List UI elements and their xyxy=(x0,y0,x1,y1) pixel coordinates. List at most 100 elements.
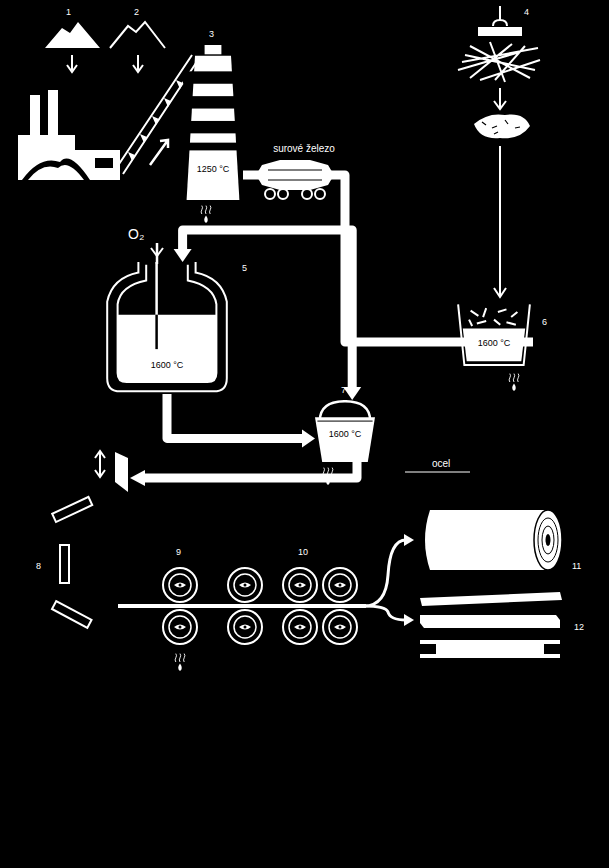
scrap-magnet-part xyxy=(494,146,506,297)
shear-cutter-part xyxy=(115,452,128,492)
shape xyxy=(102,262,232,394)
shape xyxy=(183,45,243,200)
scrap-magnet-part xyxy=(482,120,520,134)
split-arrows-part xyxy=(404,614,414,626)
steel-coil-part xyxy=(546,534,551,546)
callout-number: 12 xyxy=(574,621,584,633)
callout-number: 6 xyxy=(542,316,547,328)
coking-plant-part xyxy=(22,159,90,180)
billets-part xyxy=(52,601,92,628)
scrap-magnet-part xyxy=(474,114,530,138)
callout-number: 9 xyxy=(176,546,181,558)
steel-coil-part xyxy=(534,510,562,570)
rolling-mill-part xyxy=(118,604,366,608)
torpedo-car xyxy=(256,160,334,199)
blast-furnace: 1250 °C xyxy=(183,45,243,200)
callout-number: 10 xyxy=(298,546,308,558)
split-arrows-part xyxy=(364,606,406,620)
split-arrows xyxy=(364,534,414,626)
steel-bars xyxy=(420,592,562,658)
temperature-label: 1600 °C xyxy=(478,338,511,349)
pipe-connector xyxy=(167,394,304,438)
heat-symbol-part xyxy=(201,206,211,224)
rolling-mill xyxy=(118,568,366,644)
arrow-head xyxy=(174,249,192,262)
temperature-label: 1600 °C xyxy=(329,429,362,440)
rolling-mill-part xyxy=(323,610,357,644)
billets xyxy=(52,497,92,628)
steel-coil xyxy=(425,510,562,570)
torpedo-car-part xyxy=(278,189,288,199)
rolling-mill-part xyxy=(323,568,357,602)
steel-line-part xyxy=(405,472,470,473)
callout-number: 8 xyxy=(36,560,41,572)
coking-plant-part xyxy=(48,90,58,135)
pipe-connector xyxy=(345,230,533,389)
coking-plant xyxy=(18,90,120,180)
steel-bars-part xyxy=(420,592,562,606)
oxygen-lance-part xyxy=(151,248,163,256)
coking-plant-part xyxy=(28,165,84,180)
billets-part xyxy=(60,545,69,583)
callout-number: 4 xyxy=(524,6,529,18)
raw-material-piles-part xyxy=(133,55,143,72)
steel-bars-part xyxy=(420,615,560,628)
scrap-magnet-part xyxy=(493,6,507,26)
torpedo-car-part xyxy=(315,189,325,199)
coking-plant-part xyxy=(18,135,120,180)
rolling-mill-part xyxy=(163,610,197,644)
split-arrows-part xyxy=(404,534,414,546)
torpedo-car-part xyxy=(302,189,312,199)
coking-plant-part xyxy=(30,95,40,135)
torpedo-car-part xyxy=(265,189,275,199)
torpedo-car-part xyxy=(268,170,322,180)
conveyor-part xyxy=(128,80,183,161)
ladle: 1600 °C xyxy=(315,400,375,462)
steel-coil-part xyxy=(538,518,558,562)
electric-furnace: 1600 °C xyxy=(455,303,533,367)
heat-symbol-part xyxy=(509,374,519,392)
coking-plant-part xyxy=(95,158,113,168)
temperature-label: 1250 °C xyxy=(197,164,230,175)
scrap-magnet-part xyxy=(478,27,522,36)
raw-material-piles-part xyxy=(67,55,77,72)
shape xyxy=(455,303,533,367)
steel-coil-part xyxy=(425,510,548,570)
heat-symbol-part xyxy=(175,654,185,672)
raw-material-piles xyxy=(45,22,165,72)
raw-material-piles-part xyxy=(110,22,165,48)
rolling-mill-part xyxy=(228,568,262,602)
raw-material-piles-part xyxy=(45,22,100,48)
split-arrows-part xyxy=(364,540,406,606)
shear-cutter-part xyxy=(95,451,105,477)
conveyor-part xyxy=(150,140,168,165)
steel-bars-part xyxy=(420,640,560,658)
callout-number: 7 xyxy=(341,384,346,396)
converter: 1600 °C xyxy=(102,262,232,394)
steel-coil-part xyxy=(542,526,554,554)
steel-line-part xyxy=(142,460,357,478)
scrap-magnet-part xyxy=(494,88,506,109)
billets-part xyxy=(52,497,92,522)
rolling-mill-part xyxy=(283,568,317,602)
arrow-head xyxy=(302,429,315,447)
scrap-magnet xyxy=(458,6,540,297)
steel-line-part xyxy=(130,470,145,486)
material-label: ocel xyxy=(432,458,450,470)
torpedo-car-part xyxy=(256,160,334,190)
callout-number: 11 xyxy=(572,560,581,572)
oxygen-lance xyxy=(151,243,163,264)
callout-number: 1 xyxy=(66,6,71,18)
shear-cutter xyxy=(95,451,128,492)
chemical-label: O₂ xyxy=(128,226,144,242)
temperature-label: 1600 °C xyxy=(151,360,184,371)
steel-line xyxy=(130,460,470,486)
callout-number: 5 xyxy=(242,262,247,274)
callout-number: 2 xyxy=(134,6,139,18)
rolling-mill-part xyxy=(163,568,197,602)
rolling-mill-part xyxy=(283,610,317,644)
rolling-mill-part xyxy=(228,610,262,644)
pipe-label: surové železo xyxy=(271,143,337,155)
